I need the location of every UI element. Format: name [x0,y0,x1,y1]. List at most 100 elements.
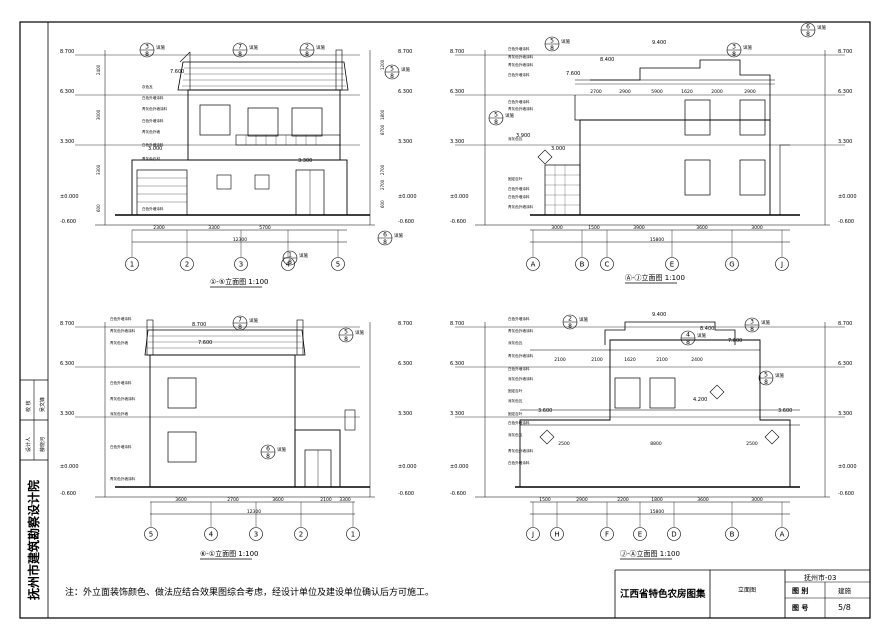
level-mark-left: 3.300 [60,411,74,417]
callout-number: 7 [238,317,242,324]
axis-bubble [331,257,345,271]
title-block [614,569,870,618]
callout-label: 详施 [775,372,784,379]
sheet-name: 立面图 [738,586,756,594]
view-title: ①-⑤立面图 1:100 [210,277,268,286]
elevation-j-a [455,321,845,527]
callout-label: 详施 [277,446,286,453]
material-note: 固定百叶 [508,411,523,416]
elevation-1-5 [75,49,375,257]
axis-bubble [125,257,139,271]
material-note: 青灰色外墙涂料 [508,328,534,333]
callout-number: 7 [238,44,242,51]
dimension-text: 5900 [651,89,663,95]
dimension-text: 2100 [591,357,603,363]
callout-sheet: 8 [305,51,309,58]
axis-bubble [294,527,308,541]
material-note: 青灰色外墙涂料 [508,62,534,67]
name-checker: 薛晓河 [39,437,46,452]
axis-label: 3 [254,531,258,539]
vertical-dimension: 3300 [96,164,101,175]
axis-bubble [665,257,679,271]
level-mark-left: 3.300 [450,411,464,417]
material-note: 固定百叶 [508,388,523,393]
axis-label: E [638,531,642,539]
level-mark-left: -0.600 [60,491,76,497]
level-mark-left: ±0.000 [60,194,79,200]
level-mark-right: ±0.000 [398,464,417,470]
level-mark-right: 8.700 [398,49,412,55]
callout-label: 详施 [156,44,165,51]
callout-label: 详施 [299,252,308,259]
material-note: 青灰色外墙涂料 [110,476,136,481]
material-note: 固定百叶 [508,176,523,181]
level-mark-left: 8.700 [450,321,464,327]
dimension-text: 8800 [650,441,662,447]
axis-bubble [600,527,614,541]
dimension-text: 1500 [588,225,600,231]
institute-name: 抚州市建筑勘察设计院 [26,480,41,600]
total-dimension: 12300 [233,237,247,243]
dimension-text: 1500 [539,497,551,503]
footer-note: 注：外立面装饰颜色、做法应结合效果图综合考虑，经设计单位及建设单位确认后方可施工… [65,586,434,598]
axis-label: A [531,261,536,269]
dimension-text: 2400 [691,357,703,363]
category-value: 建施 [838,586,852,595]
axis-label: C [605,261,610,269]
vertical-dimension: 1800 [380,109,385,120]
axis-bubble [180,257,194,271]
level-mark-right: ±0.000 [398,194,417,200]
callout-label: 详施 [505,112,514,119]
callout-sheet: 8 [568,323,572,330]
label-category: 图 别 [792,586,808,595]
callout-number: 5 [764,372,768,379]
axis-bubble [234,257,248,271]
axis-bubble [249,527,263,541]
spot-level: 7.600 [198,340,212,346]
dimension-text: 2900 [576,497,588,503]
axis-label: 3 [239,261,243,269]
axis-label: 5 [149,531,153,539]
dimension-text: 2900 [744,89,756,95]
level-mark-left: -0.600 [450,219,466,225]
dimension-text: 2300 [153,225,165,231]
axis-label: B [730,531,735,539]
dimension-text: 3000 [751,497,763,503]
axis-bubble [600,257,614,271]
callout-number: 5 [550,38,554,45]
material-note: 白色外墙涂料 [508,316,530,321]
callout-sheet: 8 [344,336,348,343]
material-note: 深灰色外墙涂料 [508,376,534,381]
role-designer: 设计人 [25,437,32,452]
spot-level: 8.400 [600,57,614,63]
spot-level: 8.400 [700,326,714,332]
callout-sheet: 8 [238,324,242,331]
callout-sheet: 8 [383,239,387,246]
level-mark-left: -0.600 [60,219,76,225]
axis-label: D [671,531,676,539]
spot-level: 7.600 [170,69,184,75]
dimension-text: 3000 [751,225,763,231]
dimension-text: 2200 [617,497,629,503]
callout-sheet: 8 [806,31,810,38]
callout-sheet: 8 [550,45,554,52]
level-mark-left: ±0.000 [450,194,469,200]
material-note: 白色外墙涂料 [142,95,164,100]
level-mark-left: 8.700 [450,49,464,55]
callout-label: 详施 [817,24,826,31]
dimension-text: 3000 [551,225,563,231]
callout-label: 详施 [355,329,364,336]
axis-bubble [550,527,564,541]
level-mark-right: ±0.000 [838,464,857,470]
material-note: 深灰色瓦 [508,432,523,437]
callout-sheet: 8 [390,73,394,80]
elevation-6-1 [75,319,375,527]
vertical-dimension: 2700 [380,179,385,190]
project-name: 抚州市-03 [804,573,836,582]
callout-number: 5 [344,329,348,336]
dimension-text: 2100 [320,497,332,503]
material-note: 青灰色外墙涂料 [110,328,136,333]
level-mark-left: 6.300 [60,361,74,367]
material-note: 深灰色瓦 [508,136,523,141]
